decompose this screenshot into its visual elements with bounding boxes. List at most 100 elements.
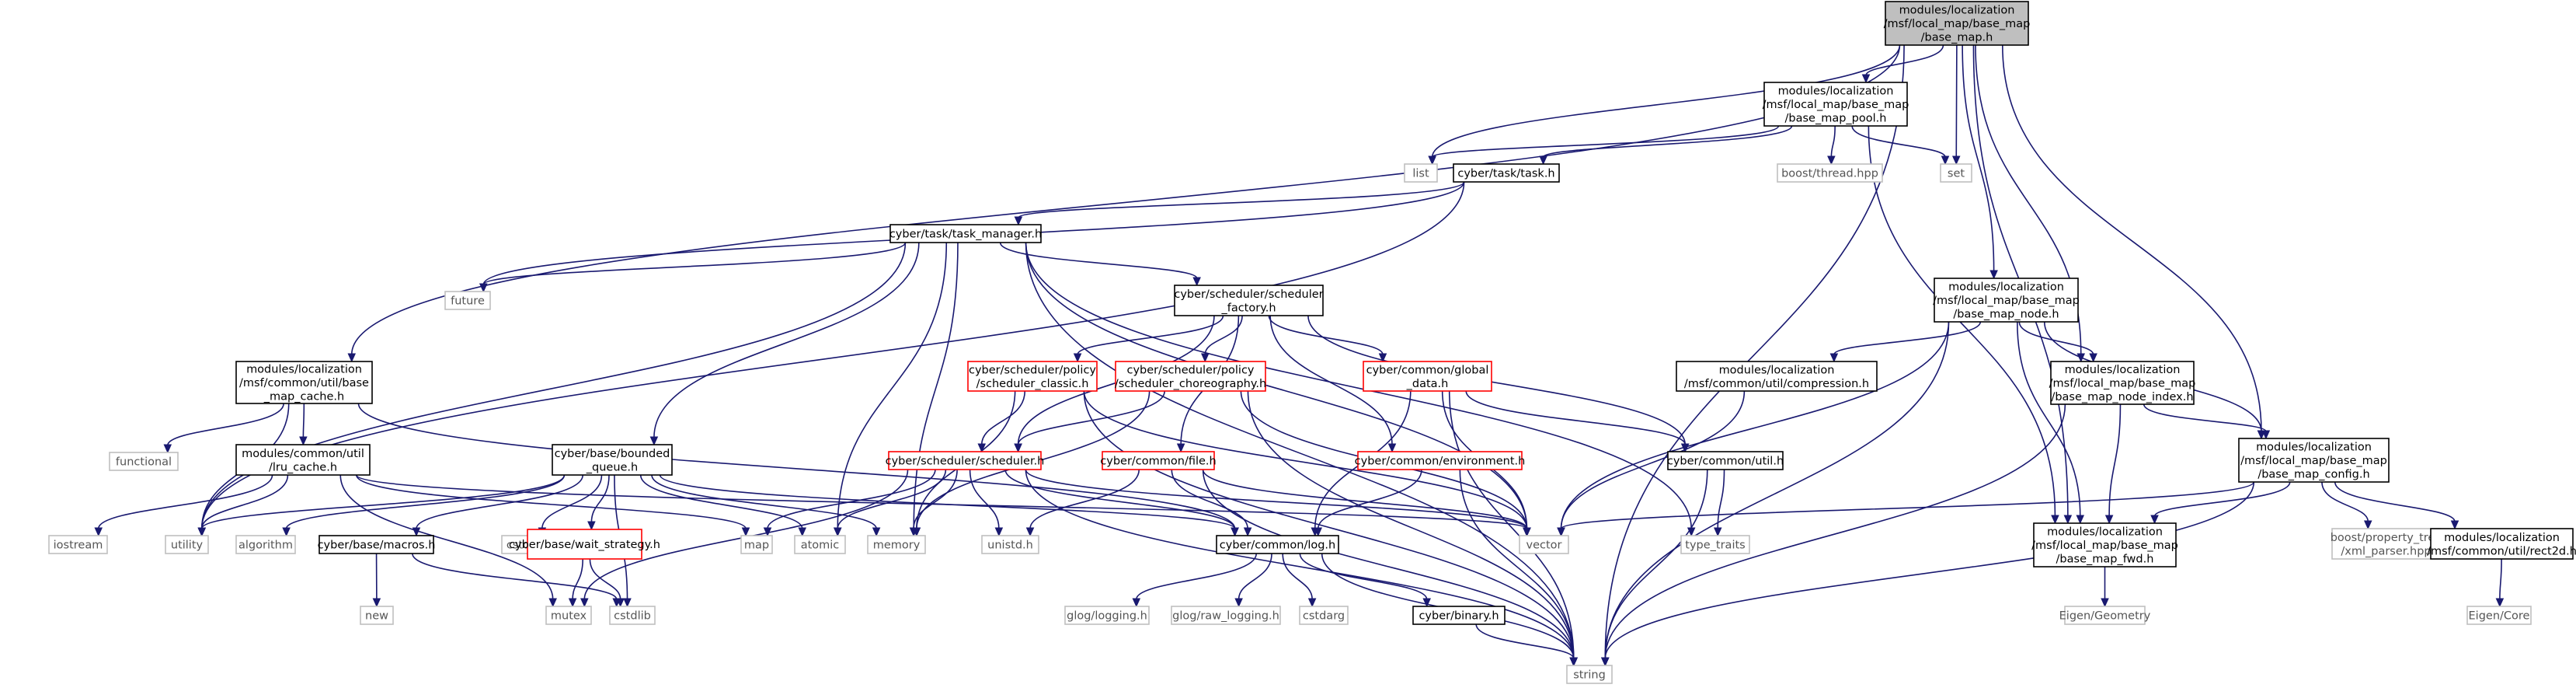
node-label: _data.h	[1406, 378, 1449, 390]
node-task-manager[interactable]: cyber/task/task_manager.h	[889, 224, 1042, 243]
edge-scheduler-choreo-to-scheduler	[1014, 390, 1166, 453]
node-box	[1676, 361, 1878, 392]
edge-bounded-queue-to-utility	[197, 474, 566, 537]
node-root[interactable]: modules/localization/msf/local_map/base_…	[1884, 1, 2031, 46]
node-box	[235, 444, 371, 476]
node-box	[1763, 82, 1908, 127]
node-task[interactable]: cyber/task/task.h	[1453, 163, 1560, 183]
node-box	[1064, 606, 1150, 625]
node-environment[interactable]: cyber/common/environment.h	[1355, 451, 1526, 470]
node-bounded-queue[interactable]: cyber/base/bounded_queue.h	[552, 444, 673, 476]
node-label: boost/thread.hpp	[1781, 168, 1878, 180]
node-box	[1299, 606, 1349, 625]
edge-base-map-config-to-xml-parser	[2321, 481, 2372, 530]
node-box	[1115, 361, 1266, 392]
node-label: cyber/base/bounded	[555, 448, 670, 460]
node-label: modules/localization	[1948, 281, 2064, 294]
node-label: modules/localization	[246, 364, 362, 376]
node-box	[2238, 438, 2390, 483]
edge-log-to-glog-raw-logging	[1234, 553, 1272, 608]
node-label: cyber/common/log.h	[1220, 540, 1335, 552]
node-label: modules/localization	[1719, 364, 1835, 376]
edge-root-to-set	[1951, 44, 1961, 166]
node-file[interactable]: cyber/common/file.h	[1100, 451, 1217, 470]
edge-base-map-config-to-rect2d	[2334, 481, 2459, 530]
edge-task-to-task-manager	[1014, 181, 1465, 226]
node-set: set	[1940, 163, 1972, 183]
node-box	[527, 529, 642, 560]
node-label: glog/logging.h	[1067, 610, 1147, 623]
node-label: /base_map_config.h	[2257, 469, 2369, 481]
node-lru-cache[interactable]: modules/common/util/lru_cache.h	[235, 444, 371, 476]
node-label: string	[1573, 669, 1606, 682]
node-base-map-node-index[interactable]: modules/localization/msf/local_map/base_…	[2049, 361, 2196, 405]
node-binary[interactable]: cyber/binary.h	[1412, 606, 1506, 625]
edge-lru-cache-to-vector	[356, 474, 1531, 537]
node-label: /base_map_node_index.h	[2051, 391, 2193, 403]
edge-base-map-pool-to-task	[1539, 125, 1793, 166]
edge-macros-to-new	[372, 553, 381, 608]
edge-base-map-node-to-base-map-node-index	[2018, 321, 2097, 363]
node-label: boost/property_tree	[2331, 532, 2442, 544]
node-box	[2466, 606, 2532, 625]
node-base-map-fwd[interactable]: modules/localization/msf/local_map/base_…	[2031, 522, 2178, 568]
node-label: modules/localization	[2065, 364, 2181, 376]
node-log[interactable]: cyber/common/log.h	[1216, 535, 1339, 554]
node-label: map	[744, 540, 769, 552]
node-label: modules/localization	[1899, 5, 2015, 17]
node-box	[1357, 451, 1523, 470]
node-label: modules/localization	[1778, 86, 1894, 98]
node-wait-strategy[interactable]: cyber/base/wait_strategy.h	[509, 529, 660, 560]
edge-scheduler-factory-to-global-data	[1268, 315, 1387, 363]
node-label: modules/localization	[2256, 442, 2372, 454]
node-xml-parser: boost/property_tree/xml_parser.hpp	[2331, 528, 2442, 560]
node-compression[interactable]: modules/localization/msf/common/util/com…	[1676, 361, 1878, 392]
node-base-map-node[interactable]: modules/localization/msf/local_map/base_…	[1933, 278, 2080, 323]
node-scheduler[interactable]: cyber/scheduler/scheduler.h	[886, 451, 1045, 470]
node-box	[552, 444, 673, 476]
node-label: cyber/common/environment.h	[1355, 456, 1526, 468]
edge-lru-cache-to-utility	[197, 474, 289, 537]
node-rect2d[interactable]: modules/localization/msf/common/util/rec…	[2427, 528, 2576, 560]
node-box	[1566, 665, 1613, 684]
node-box	[888, 451, 1042, 470]
node-box	[1667, 451, 1784, 470]
node-label: unistd.h	[987, 540, 1033, 552]
node-label: atomic	[801, 540, 840, 552]
edge-file-to-unistd	[1025, 469, 1140, 537]
node-base-map-cache[interactable]: modules/localization/msf/common/util/bas…	[235, 361, 373, 404]
node-base-map-config[interactable]: modules/localization/msf/local_map/base_…	[2238, 438, 2390, 483]
node-scheduler-choreo[interactable]: cyber/scheduler/policy/scheduler_choreog…	[1115, 361, 1266, 392]
node-label: mutex	[551, 610, 587, 623]
node-global-data[interactable]: cyber/common/global_data.h	[1363, 361, 1492, 392]
node-boost-thread: boost/thread.hpp	[1777, 163, 1883, 183]
node-label: /base_map_node.h	[1953, 309, 2059, 321]
node-label: /msf/local_map/base_map	[1763, 99, 1909, 111]
edge-base-map-node-to-vector	[1557, 321, 1950, 537]
edge-base-map-config-to-base-map-fwd	[2150, 481, 2291, 525]
edge-scheduler-to-log	[1004, 469, 1239, 537]
node-label: /msf/local_map/base_map	[2049, 378, 2196, 390]
node-scheduler-factory[interactable]: cyber/scheduler/scheduler_factory.h	[1174, 285, 1324, 316]
node-box	[967, 361, 1098, 392]
node-scheduler-classic[interactable]: cyber/scheduler/policy/scheduler_classic…	[967, 361, 1098, 392]
edge-base-map-node-to-base-map-fwd	[2016, 321, 2085, 525]
node-box	[2064, 606, 2146, 625]
node-box	[1174, 285, 1324, 316]
node-macros[interactable]: cyber/base/macros.h	[318, 535, 436, 554]
edge-log-to-binary	[1299, 553, 1431, 608]
node-box	[1102, 451, 1215, 470]
node-future: future	[444, 291, 491, 310]
node-map: map	[740, 535, 773, 554]
edge-base-map-pool-to-boost-thread	[1827, 125, 1836, 166]
node-base-map-pool[interactable]: modules/localization/msf/local_map/base_…	[1763, 82, 1909, 127]
node-box	[1171, 606, 1281, 625]
node-new: new	[360, 606, 394, 625]
edge-base-map-node-index-to-base-map-fwd	[2104, 403, 2122, 525]
edge-wait-strategy-to-cstdlib	[589, 558, 625, 608]
edge-rect2d-to-eigen-core	[2495, 558, 2505, 608]
node-common-util[interactable]: cyber/common/util.h	[1667, 451, 1784, 470]
edge-file-to-log	[1171, 469, 1252, 537]
node-mutex: mutex	[545, 606, 592, 625]
node-utility: utility	[165, 535, 209, 554]
